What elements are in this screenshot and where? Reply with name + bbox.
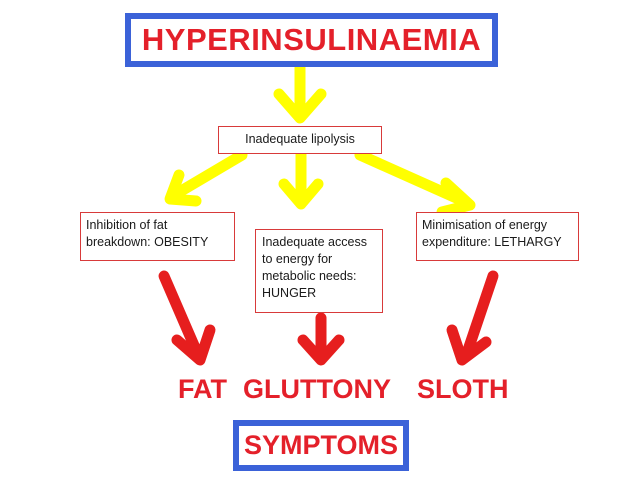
arrow-title-to-lipolysis	[273, 62, 327, 124]
arrow-lipolysis-to-fat-breakdown	[164, 149, 248, 207]
outcome-sloth: SLOTH	[417, 374, 509, 404]
arrow-lipolysis-to-energy-access	[278, 149, 324, 210]
arrow-energy-access-to-gluttony	[297, 312, 345, 366]
node-inadequate-lipolysis: Inadequate lipolysis	[218, 126, 382, 154]
node-energy-expenditure: Minimisation of energy expenditure: LETH…	[416, 212, 579, 261]
title-box: HYPERINSULINAEMIA	[125, 13, 498, 67]
node-fat-breakdown: Inhibition of fat breakdown: OBESITY	[80, 212, 235, 261]
node-energy-access: Inadequate access to energy for metaboli…	[255, 229, 383, 313]
diagram-title: HYPERINSULINAEMIA	[141, 22, 482, 57]
symptoms-box: SYMPTOMS	[233, 420, 409, 471]
symptoms-label: SYMPTOMS	[243, 430, 399, 460]
outcome-fat: FAT	[178, 374, 227, 404]
arrow-lipolysis-to-energy-expenditure	[354, 149, 476, 218]
arrow-energy-expenditure-to-sloth	[446, 270, 499, 366]
arrow-fat-breakdown-to-fat	[158, 270, 216, 366]
outcome-gluttony: GLUTTONY	[243, 374, 391, 404]
